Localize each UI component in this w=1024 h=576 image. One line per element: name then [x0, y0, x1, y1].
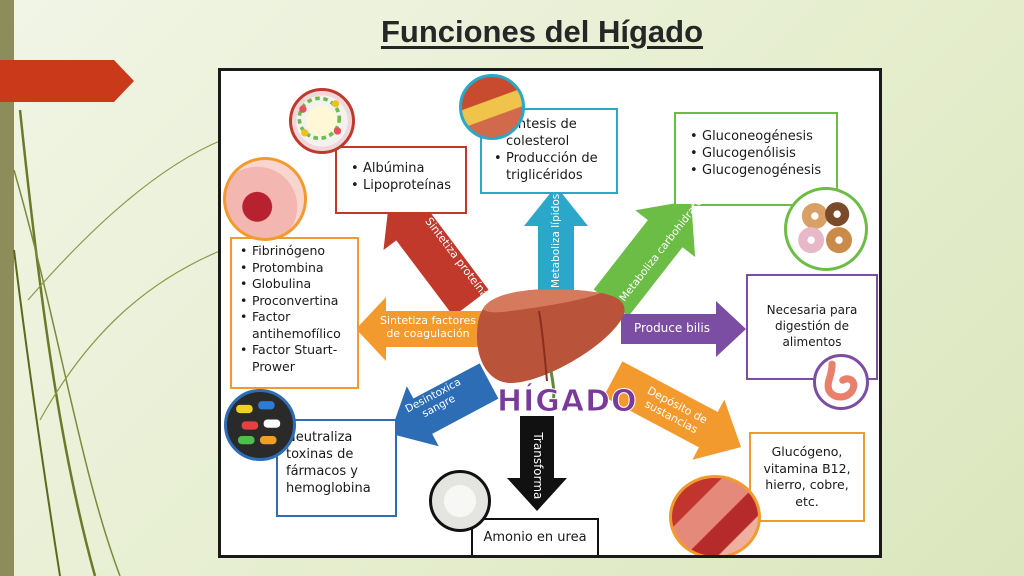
- stomach-icon: [813, 354, 869, 410]
- center-label-higado: HÍGADO: [497, 384, 638, 420]
- urea-crystals-icon: [429, 470, 491, 532]
- item-glucogenogenesis: Glucogenogénesis: [690, 162, 828, 179]
- liver-functions-diagram: Albúmina Lipoproteínas Síntesis de coles…: [218, 68, 882, 558]
- item-glucogenolisis: Glucogenólisis: [690, 145, 828, 162]
- slide-accent-tab: [0, 60, 134, 102]
- item-factor-stuart-prower: Factor Stuart-Prower: [240, 342, 351, 375]
- arrow-produce-bilis: [621, 301, 746, 357]
- decorative-swoosh-lines: [13, 109, 223, 576]
- artery-lipids-icon: [459, 74, 525, 140]
- arrow-metaboliza-carbohidratos: [593, 200, 696, 317]
- text-deposito: Glucógeno, vitamina B12, hierro, cobre, …: [763, 444, 851, 509]
- arrow-transforma: [507, 416, 567, 511]
- liver-icon: [477, 289, 625, 404]
- item-gluconeogenesis: Gluconeogénesis: [690, 128, 828, 145]
- proteins-molecule-icon: [289, 88, 355, 154]
- slide-left-bar: [0, 0, 14, 576]
- label-produce-bilis: Produce bilis: [634, 321, 710, 335]
- meat-food-icon: [669, 475, 761, 555]
- arrow-sintetiza-proteinas: [383, 195, 489, 317]
- item-protombina: Protombina: [240, 260, 351, 277]
- item-lipoproteinas: Lipoproteínas: [351, 177, 457, 194]
- item-fibrinogeno: Fibrinógeno: [240, 243, 351, 260]
- arrows-layer: [356, 186, 746, 511]
- text-bilis: Necesaria para digestión de alimentos: [766, 303, 858, 349]
- box-lipidos: Síntesis de colesterol Producción de tri…: [480, 108, 618, 194]
- arrow-metaboliza-lipidos: [524, 186, 588, 296]
- slide-title: Funciones del Hígado: [380, 14, 704, 49]
- text-desintoxica: Neutraliza toxinas de fármacos y hemoglo…: [286, 430, 371, 497]
- box-transforma: Amonio en urea: [471, 518, 599, 555]
- item-factor-antihemofilico: Factor antihemofílico: [240, 309, 351, 342]
- box-desintoxica: Neutraliza toxinas de fármacos y hemoglo…: [276, 419, 397, 517]
- arrow-sintetiza-factores: [356, 297, 496, 361]
- donuts-icon: [784, 187, 868, 271]
- box-proteinas: Albúmina Lipoproteínas: [335, 146, 467, 214]
- item-produccion-trigliceridos: Producción de triglicéridos: [494, 150, 608, 184]
- item-proconvertina: Proconvertina: [240, 293, 351, 310]
- item-globulina: Globulina: [240, 276, 351, 293]
- label-transforma: Transforma: [530, 432, 545, 500]
- text-amonio: Amonio en urea: [483, 530, 587, 546]
- item-albumina: Albúmina: [351, 160, 457, 177]
- label-metaboliza-lipidos: Metaboliza lípidos: [549, 193, 562, 289]
- arrow-desintoxica-sangre: [390, 363, 499, 447]
- box-deposito: Glucógeno, vitamina B12, hierro, cobre, …: [749, 432, 865, 522]
- pills-icon: [224, 389, 296, 461]
- box-coagulacion: Fibrinógeno Protombina Globulina Proconv…: [230, 237, 359, 389]
- arrow-deposito-sustancias: [603, 361, 742, 460]
- label-sintetiza-factores: Sintetiza factores de coagulación: [380, 314, 476, 340]
- muscle-tissue-icon: [223, 157, 307, 241]
